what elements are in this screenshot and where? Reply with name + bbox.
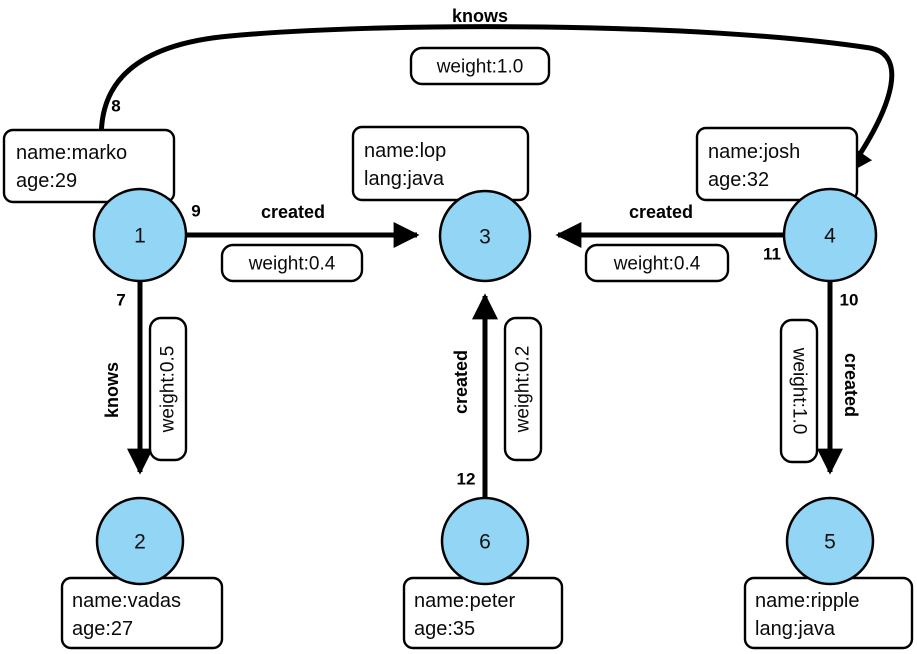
edge-8-knows[interactable] bbox=[98, 24, 895, 197]
vertex-5-circle bbox=[785, 496, 875, 586]
prop-box-rect bbox=[2, 128, 176, 204]
edge-9-weight-box: weight:0.4 bbox=[220, 243, 364, 283]
vertex-1-circle bbox=[92, 187, 188, 283]
weight-box-rect bbox=[503, 316, 543, 462]
edge-8-weight-label: weight:1.0 bbox=[436, 57, 524, 78]
edge-12-id: 12 bbox=[457, 470, 476, 489]
vertex-5-property-box: name:ripple lang:java bbox=[743, 576, 914, 650]
edge-7-id: 7 bbox=[116, 291, 125, 310]
edge-8-label: knows bbox=[452, 6, 508, 26]
vertex-5-id: 5 bbox=[824, 531, 836, 554]
vertex-3-circle bbox=[438, 189, 532, 283]
weight-box-rect bbox=[409, 46, 551, 86]
vertex-2-property-box: name:vadas age:27 bbox=[60, 576, 224, 650]
vertex-4-circle bbox=[782, 187, 878, 283]
edge-11-label: created bbox=[629, 202, 693, 222]
vertex-6[interactable]: 6 bbox=[440, 496, 530, 586]
edge-8-weight-box: weight:1.0 bbox=[409, 46, 551, 86]
edge-9-label: created bbox=[261, 202, 325, 222]
vertex-4[interactable]: 4 bbox=[782, 187, 878, 283]
vertex-1-prop-line-2: age:29 bbox=[16, 170, 77, 192]
edge-7-weight-box: weight:0.5 bbox=[148, 316, 188, 462]
weight-box-rect bbox=[779, 318, 819, 464]
edge-11-weight-box: weight:0.4 bbox=[584, 243, 730, 283]
weight-box-rect bbox=[584, 243, 730, 283]
edge-8-path bbox=[98, 24, 895, 197]
vertex-6-property-box: name:peter age:35 bbox=[402, 576, 564, 650]
vertex-4-id: 4 bbox=[824, 225, 836, 248]
vertex-3-prop-line-1: name:lop bbox=[364, 140, 446, 162]
weight-box-rect bbox=[148, 316, 188, 462]
vertex-1-id: 1 bbox=[134, 225, 146, 248]
edge-10-id: 10 bbox=[840, 291, 859, 310]
vertex-1-property-box: name:marko age:29 bbox=[2, 128, 176, 204]
vertex-3-prop-line-2: lang:java bbox=[364, 168, 445, 190]
edge-11-weight-label: weight:0.4 bbox=[613, 254, 701, 275]
vertex-5[interactable]: 5 bbox=[785, 496, 875, 586]
vertex-3-property-box: name:lop lang:java bbox=[351, 125, 530, 202]
vertex-5-prop-line-1: name:ripple bbox=[755, 590, 860, 612]
vertex-3-id: 3 bbox=[479, 226, 491, 249]
prop-box-rect bbox=[695, 126, 859, 202]
edge-12-weight-label: weight:0.2 bbox=[513, 346, 534, 434]
vertex-4-prop-line-1: name:josh bbox=[708, 141, 800, 163]
edge-11-id: 11 bbox=[763, 245, 781, 264]
vertex-1[interactable]: 1 bbox=[92, 187, 188, 283]
edge-10-weight-box: weight:1.0 bbox=[779, 318, 819, 464]
vertex-3[interactable]: 3 bbox=[438, 189, 532, 283]
vertex-6-id: 6 bbox=[479, 531, 491, 554]
weight-box-rect bbox=[220, 243, 364, 283]
vertex-2[interactable]: 2 bbox=[95, 496, 185, 586]
edge-7-label: knows bbox=[102, 362, 122, 418]
vertex-5-prop-line-2: lang:java bbox=[755, 618, 836, 640]
edge-10-label: created bbox=[841, 353, 861, 417]
vertex-4-property-box: name:josh age:32 bbox=[695, 126, 859, 202]
vertex-4-prop-line-2: age:32 bbox=[708, 169, 769, 191]
edge-9-weight-label: weight:0.4 bbox=[248, 254, 336, 275]
edge-7-weight-label: weight:0.5 bbox=[158, 346, 179, 434]
edge-8-id: 8 bbox=[111, 97, 120, 116]
vertex-2-circle bbox=[95, 496, 185, 586]
edge-9-id: 9 bbox=[191, 202, 200, 221]
vertex-6-prop-line-1: name:peter bbox=[414, 590, 516, 612]
vertex-6-circle bbox=[440, 496, 530, 586]
edge-12-weight-box: weight:0.2 bbox=[503, 316, 543, 462]
prop-box-rect bbox=[351, 125, 530, 202]
vertex-2-prop-line-2: age:27 bbox=[72, 618, 133, 640]
vertex-2-id: 2 bbox=[134, 531, 146, 554]
vertex-2-prop-line-1: name:vadas bbox=[72, 590, 181, 612]
vertex-1-prop-line-1: name:marko bbox=[16, 142, 127, 164]
edge-12-label: created bbox=[451, 350, 471, 414]
edge-10-weight-label: weight:1.0 bbox=[789, 347, 810, 435]
vertex-6-prop-line-2: age:35 bbox=[414, 618, 475, 640]
